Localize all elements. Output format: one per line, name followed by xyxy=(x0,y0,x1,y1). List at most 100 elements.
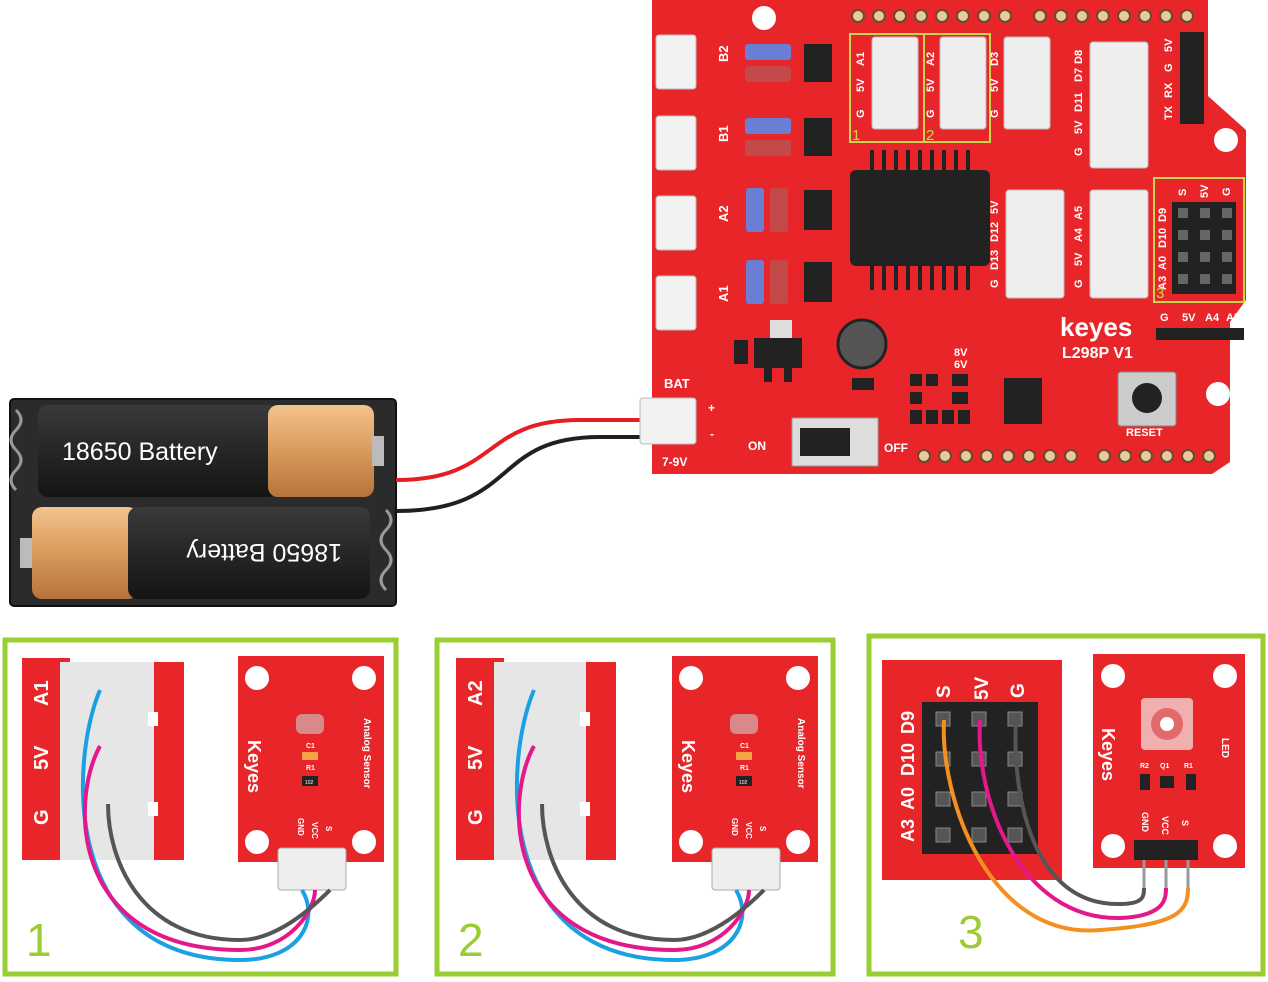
svg-text:A5: A5 xyxy=(1073,206,1085,220)
panel1-header-5v: 5V xyxy=(31,745,53,770)
svg-text:D3: D3 xyxy=(989,52,1001,66)
mounting-hole xyxy=(1214,128,1238,152)
svg-text:RX: RX xyxy=(1163,82,1175,98)
l298p-board: B2 B1 A2 A1 G 5V A1 1 G 5V A2 xyxy=(639,0,1246,474)
battery-wire-red xyxy=(395,418,652,482)
voltage-regulator xyxy=(734,320,802,382)
battery-cell-bottom: 18650 Battery xyxy=(20,507,370,599)
battery-label-bottom: 18650 Battery xyxy=(186,538,342,566)
jumper-6v: 6V xyxy=(954,359,968,371)
reset-label: RESET xyxy=(1126,427,1163,439)
panel1-module-name: Analog Sensor xyxy=(361,718,372,789)
board-header-2: G 5V A2 2 xyxy=(923,33,991,144)
svg-text:R1: R1 xyxy=(306,765,315,772)
panel3-module-name: LED xyxy=(1219,738,1230,758)
svg-text:D9: D9 xyxy=(1157,208,1169,222)
switch-on-label: ON xyxy=(748,439,766,453)
svg-text:VCC: VCC xyxy=(310,822,319,839)
bat-label: BAT xyxy=(664,376,690,391)
svg-text:R1: R1 xyxy=(1184,763,1193,770)
reset-button[interactable]: RESET xyxy=(1117,371,1177,439)
panel1-module-brand: Keyes xyxy=(244,740,264,793)
motor-label-a2: A2 xyxy=(716,205,731,222)
svg-text:R1: R1 xyxy=(740,765,749,772)
mounting-hole xyxy=(752,6,776,30)
panel1-number: 1 xyxy=(26,914,52,966)
svg-text:G: G xyxy=(1160,312,1169,324)
svg-text:5V: 5V xyxy=(1073,120,1085,134)
panel2-module-brand: Keyes xyxy=(678,740,698,793)
switch-off-label: OFF xyxy=(884,441,908,455)
panel3-module-brand: Keyes xyxy=(1098,728,1118,781)
bat-minus: - xyxy=(710,427,714,441)
svg-text:VCC: VCC xyxy=(744,822,753,839)
svg-text:5V: 5V xyxy=(855,78,867,92)
svg-text:GND: GND xyxy=(296,818,305,836)
top-pin-row xyxy=(851,9,1194,23)
svg-text:102: 102 xyxy=(305,780,314,786)
svg-text:5V: 5V xyxy=(989,78,1001,92)
panel-2: G 5V A2 Keyes Analog Sensor C1 R1 102 GN… xyxy=(434,637,836,977)
board-header-a5: G 5V A4 A5 xyxy=(1073,189,1149,299)
battery-cell-top: 18650 Battery xyxy=(38,405,384,497)
svg-text:GND: GND xyxy=(730,818,739,836)
svg-text:G: G xyxy=(1073,147,1085,156)
board-header-3: S 5V G A3 A0 D10 D9 3 xyxy=(1153,177,1245,303)
mounting-hole xyxy=(1206,382,1230,406)
svg-text:D12: D12 xyxy=(989,222,1001,242)
bat-voltage: 7-9V xyxy=(662,455,687,469)
svg-text:5V: 5V xyxy=(1073,252,1085,266)
panel2-module: Keyes Analog Sensor C1 R1 102 GND VCC S xyxy=(672,656,818,891)
svg-text:A4: A4 xyxy=(1073,227,1085,242)
panel-1: G 5V A1 Keyes Analog Sensor C1 R1 102 GN… xyxy=(2,637,399,977)
svg-text:R2: R2 xyxy=(1140,763,1149,770)
board-header-d8: G 5V D11 D7 D8 xyxy=(1073,41,1149,169)
power-switch[interactable]: ON OFF xyxy=(748,417,908,467)
svg-text:5V: 5V xyxy=(925,78,937,92)
svg-text:5V: 5V xyxy=(1163,38,1175,52)
board-header-1: G 5V A1 1 xyxy=(849,33,925,144)
panel3-row-a3: A3 xyxy=(898,819,918,842)
battery-label-top: 18650 Battery xyxy=(62,438,218,466)
svg-text:G: G xyxy=(925,109,937,118)
svg-text:S: S xyxy=(1177,189,1189,196)
panel3-col-g: G xyxy=(1008,683,1029,698)
svg-text:5V: 5V xyxy=(989,200,1001,214)
svg-text:A1: A1 xyxy=(855,52,867,66)
panel2-module-name: Analog Sensor xyxy=(795,718,806,789)
board-header-d13: G D13 D12 5V xyxy=(989,189,1065,299)
svg-text:A4: A4 xyxy=(1205,312,1220,324)
panel3-col-s: S xyxy=(934,685,955,698)
battery-holder: 18650 Battery 18650 Battery xyxy=(9,398,397,607)
svg-text:5V: 5V xyxy=(1182,312,1196,324)
svg-text:GND: GND xyxy=(1140,812,1150,833)
panel2-number: 2 xyxy=(458,914,484,966)
svg-text:G: G xyxy=(1073,279,1085,288)
panel1-module: Keyes Analog Sensor C1 R1 102 GND VCC S xyxy=(238,656,384,891)
svg-text:G: G xyxy=(989,109,1001,118)
svg-text:TX: TX xyxy=(1163,105,1175,120)
motor-label-b2: B2 xyxy=(716,45,731,62)
svg-text:D8: D8 xyxy=(1073,50,1085,64)
svg-text:G: G xyxy=(989,279,1001,288)
l298p-chip xyxy=(850,150,990,290)
svg-text:S: S xyxy=(324,826,333,832)
panel3-row-d9: D9 xyxy=(898,711,918,734)
board-header-d3: G 5V D3 xyxy=(989,36,1051,130)
motor-label-a1: A1 xyxy=(716,285,731,302)
svg-text:D13: D13 xyxy=(989,250,1001,270)
panel2-header-5v: 5V xyxy=(465,745,487,770)
battery-wire-black xyxy=(395,435,652,513)
board-model: L298P V1 xyxy=(1062,345,1133,362)
svg-text:Q1: Q1 xyxy=(1160,763,1169,770)
panel3-row-d10: D10 xyxy=(898,743,918,776)
board-marker-2: 2 xyxy=(926,127,934,144)
svg-text:A3: A3 xyxy=(1157,276,1169,290)
svg-text:G: G xyxy=(855,109,867,118)
svg-text:A2: A2 xyxy=(925,52,937,66)
board-marker-1: 1 xyxy=(852,127,860,144)
svg-text:D10: D10 xyxy=(1157,228,1169,248)
svg-text:S: S xyxy=(758,826,767,832)
electrolytic-capacitor xyxy=(836,318,888,370)
